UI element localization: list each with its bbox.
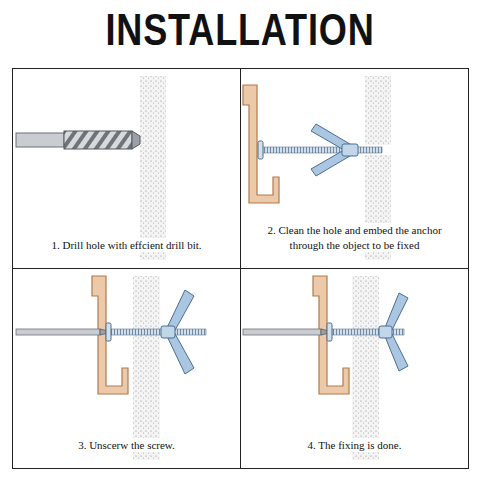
drill-tip [132,131,140,149]
step-panel: 4. The fixing is done. [240,268,469,469]
screw-panel-art [16,276,206,460]
drill-shank [16,133,64,147]
screw-head [258,141,263,159]
screwdriver-tip [321,329,327,335]
drill-flutes [64,131,132,149]
step-caption: 1. Drill hole with effcient drill bit. [31,238,222,252]
toggle-body [161,326,175,338]
done-panel-art [243,276,408,460]
step-panel: 2. Clean the hole and embed the anchor t… [240,68,469,269]
wall [133,276,160,460]
screw-shaft [262,147,382,153]
toggle-body [379,326,392,338]
page-title: INSTALLATION [43,6,437,54]
screw-head [106,323,111,341]
screw-shaft [111,329,206,335]
step-caption: 3. Unscerw the screw. [31,438,222,452]
step-caption: 4. The fixing is done. [259,438,450,452]
step-panel: 1. Drill hole with effcient drill bit. [12,68,241,269]
toggle-body [342,144,358,156]
wall [352,276,379,460]
screwdriver-shaft [16,329,100,335]
fixture-hook [243,85,279,203]
step-panel: 3. Unscerw the screw. [12,268,241,469]
screwdriver-tip [100,329,106,335]
screw-head [327,323,332,341]
wall [140,76,166,260]
drill-panel-art [16,76,166,260]
step-caption: 2. Clean the hole and embed the anchor t… [259,223,450,252]
screwdriver-shaft [243,329,321,335]
screw-shaft [332,329,404,335]
